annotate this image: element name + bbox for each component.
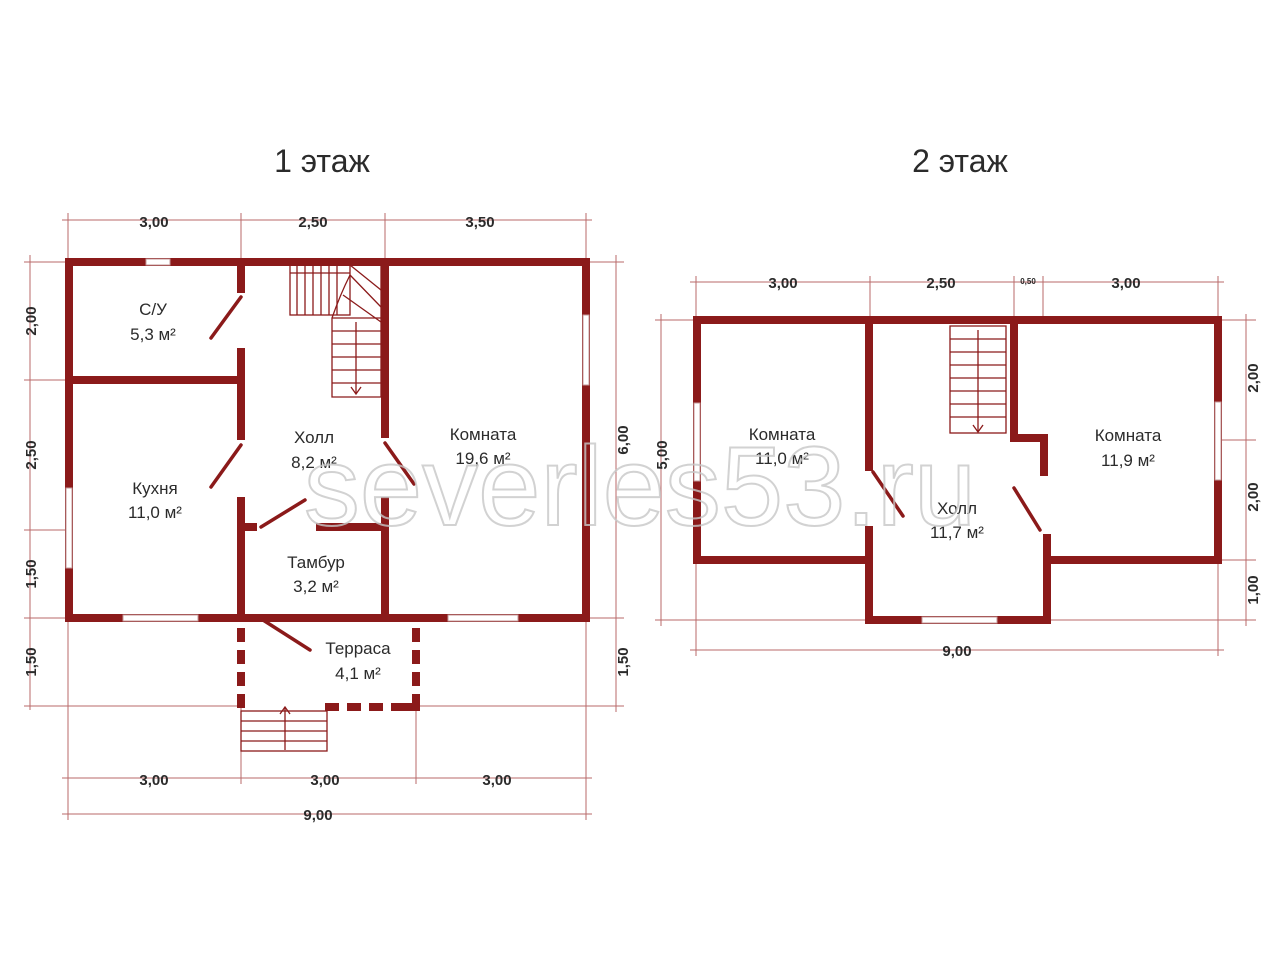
room-name: С/У	[139, 300, 167, 319]
dim-left-3: 1,50	[23, 559, 40, 588]
room-name: Комната	[749, 425, 816, 444]
floor-2-title: 2 этаж	[912, 143, 1008, 179]
room-area: 11,0 м²	[755, 449, 809, 468]
door	[209, 295, 243, 340]
room-area: 11,9 м²	[1101, 451, 1155, 470]
floor-2-bottom-dimensions: 9,00	[690, 560, 1224, 660]
room-name: Комната	[1095, 426, 1162, 445]
dim-right-2: 2,00	[1245, 482, 1262, 511]
floor-2-left-dimensions: 5,00	[654, 314, 868, 626]
dim-top-2: 2,50	[298, 214, 327, 231]
floor-2-staircase	[949, 325, 1007, 434]
dim-top-2: 2,50	[926, 275, 955, 292]
floor-2-doors	[871, 470, 1042, 532]
room-name: Кухня	[132, 479, 178, 498]
floor-1-room-labels: С/У 5,3 м² Холл 8,2 м² Комната 19,6 м² К…	[128, 300, 517, 683]
window	[693, 402, 701, 482]
door	[261, 618, 312, 652]
floor-1-windows	[65, 258, 590, 622]
dim-total: 9,00	[942, 643, 971, 660]
floor-1-staircase	[240, 264, 382, 752]
window	[1214, 401, 1222, 481]
dim-left-1: 2,00	[23, 306, 40, 335]
floor-1-bottom-dimensions: 3,00 3,00 3,00 9,00	[62, 620, 592, 824]
dim-right-2: 1,50	[615, 647, 632, 676]
floor-2-plan: 2 этаж 3,00 2,50 0,50 3,00 5,00	[654, 143, 1262, 660]
room-area: 11,0 м²	[128, 503, 182, 522]
dim-top-4: 3,00	[1111, 275, 1140, 292]
dim-right-1: 6,00	[615, 425, 632, 454]
room-area: 3,2 м²	[293, 577, 339, 596]
dim-bottom-1: 3,00	[139, 772, 168, 789]
dim-top-3: 3,50	[465, 214, 494, 231]
room-area: 8,2 м²	[291, 453, 337, 472]
door	[871, 470, 905, 518]
door	[383, 441, 416, 486]
room-area: 19,6 м²	[455, 449, 510, 468]
floor-2-windows	[693, 401, 1222, 624]
dim-total: 9,00	[303, 807, 332, 824]
window	[447, 614, 519, 622]
floor-1-walls	[65, 258, 590, 711]
dim-bottom-3: 3,00	[482, 772, 511, 789]
dim-left-1: 5,00	[654, 440, 671, 469]
room-area: 5,3 м²	[130, 325, 176, 344]
door	[209, 443, 243, 489]
window	[122, 614, 199, 622]
dim-left-4: 1,50	[23, 647, 40, 676]
dim-top-1: 3,00	[139, 214, 168, 231]
dim-right-1: 2,00	[1245, 363, 1262, 392]
dim-top-3: 0,50	[1020, 277, 1036, 286]
floor-1-right-dimensions: 6,00 1,50	[416, 255, 632, 712]
dim-bottom-2: 3,00	[310, 772, 339, 789]
dim-right-3: 1,00	[1245, 575, 1262, 604]
floor-1-top-dimensions: 3,00 2,50 3,50	[62, 213, 592, 262]
room-name: Терраса	[325, 639, 391, 658]
window	[145, 258, 171, 266]
window	[65, 487, 73, 569]
door	[259, 498, 307, 529]
dim-top-1: 3,00	[768, 275, 797, 292]
floor-1-title: 1 этаж	[274, 143, 370, 179]
room-area: 4,1 м²	[335, 664, 381, 683]
window	[582, 314, 590, 386]
room-name: Холл	[294, 428, 334, 447]
room-area: 11,7 м²	[930, 523, 984, 542]
floor-1-left-dimensions: 2,00 2,50 1,50 1,50	[23, 255, 241, 710]
floor-2-top-dimensions: 3,00 2,50 0,50 3,00	[690, 275, 1224, 320]
floor-2-room-labels: Комната 11,0 м² Холл 11,7 м² Комната 11,…	[749, 425, 1162, 542]
floor-1-doors	[209, 295, 416, 652]
room-name: Холл	[937, 499, 977, 518]
room-name: Тамбур	[287, 553, 345, 572]
window	[921, 616, 998, 624]
door	[1012, 486, 1042, 532]
room-name: Комната	[450, 425, 517, 444]
watermark: severles53.ru	[304, 424, 976, 549]
floor-1-plan: 1 этаж 3,00 2,50 3,50 2,00 2,50 1,50 1,5…	[23, 143, 632, 824]
dim-left-2: 2,50	[23, 440, 40, 469]
floor-2-right-dimensions: 2,00 2,00 1,00	[1043, 314, 1262, 626]
